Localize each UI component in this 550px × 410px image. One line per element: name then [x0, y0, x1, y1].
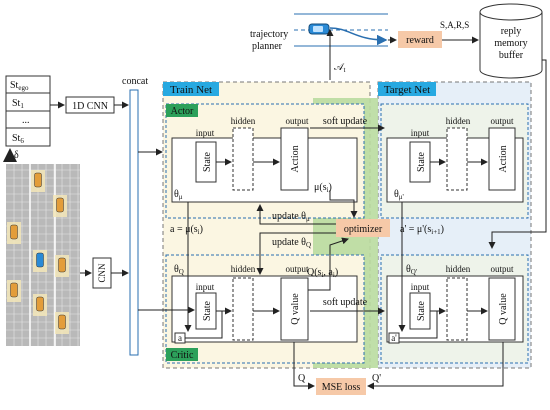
- delta-label: δ: [14, 150, 19, 161]
- critic-label: Critic: [171, 350, 194, 361]
- update-theta-mu-label: update θμ: [272, 211, 310, 223]
- car-icon: [34, 172, 42, 188]
- soft-update-critic-label: soft update: [323, 297, 368, 308]
- critic-state-text: State: [202, 300, 213, 321]
- soft-update-actor-label: soft update: [323, 116, 368, 127]
- actor-output-label: output: [285, 116, 309, 126]
- a-eq-label: a = μ(si): [170, 224, 203, 236]
- car-icon: [58, 314, 66, 330]
- q-label: Q: [298, 373, 306, 384]
- replay-buffer-icon: [479, 3, 543, 79]
- car-icon: [56, 197, 64, 213]
- critic-input-label: input: [196, 282, 215, 292]
- t-actor-theta-mu-prime: θμ': [394, 189, 404, 201]
- critic-output-label: output: [285, 264, 309, 274]
- mse-loss-label: MSE loss: [322, 382, 361, 393]
- actor-hidden-box: [232, 127, 254, 191]
- t-critic-hidden-box: [446, 277, 468, 341]
- ego-car-grid-icon: [36, 252, 44, 268]
- t-actor-action-box: [488, 127, 516, 191]
- mse-loss-box: [316, 378, 366, 395]
- cnn-1d-label: 1D CNN: [72, 101, 108, 112]
- car-icon: [36, 296, 44, 312]
- actor-theta-mu: θμ: [174, 189, 183, 201]
- critic-hidden-box: [232, 277, 254, 341]
- car-icon: [58, 257, 66, 273]
- car-icon: [10, 282, 18, 298]
- mu-si-label: μ(si): [314, 182, 332, 194]
- car-icon: [10, 224, 18, 240]
- actor-label: Actor: [171, 106, 194, 117]
- state-ellipsis: ...: [22, 115, 30, 126]
- actor-action-text: Action: [290, 145, 301, 172]
- a-t-label: 𝒜t: [334, 62, 345, 74]
- t-critic-a-text: a': [391, 333, 397, 343]
- t-actor-state-text: State: [416, 151, 427, 172]
- q-si-ai-label: Q(si, ai): [307, 267, 338, 279]
- t-critic-state-text: State: [416, 300, 427, 321]
- t-critic-hidden-label: hidden: [446, 264, 471, 274]
- actor-input-label: input: [196, 128, 215, 138]
- concat-label: concat: [122, 76, 148, 87]
- t-actor-output-label: output: [490, 116, 514, 126]
- actor-label-box: [166, 104, 198, 117]
- optimizer-box: [336, 219, 390, 237]
- q-prime-label: Q': [372, 373, 381, 384]
- target-net-label: Target Net: [384, 84, 430, 96]
- cnn-label: CNN: [97, 263, 107, 283]
- actor-action-box: [280, 127, 309, 191]
- t-actor-action-text: Action: [498, 145, 509, 172]
- t-critic-output-label: output: [490, 264, 514, 274]
- critic-theta-q: θQ: [174, 264, 184, 276]
- actor-hidden-label: hidden: [231, 116, 256, 126]
- critic-a-text: a: [178, 333, 182, 343]
- t-actor-hidden-label: hidden: [446, 116, 471, 126]
- t-critic-qvalue-box: [488, 277, 516, 341]
- transition-label: S,A,R,S: [440, 20, 469, 30]
- reward-label: reward: [406, 35, 434, 46]
- critic-label-box: [166, 348, 198, 361]
- t-critic-theta-q-prime: θQ': [406, 264, 417, 276]
- critic-qvalue-box: [280, 277, 309, 341]
- t-critic-input-label: input: [411, 282, 430, 292]
- t-actor-input-label: input: [411, 128, 430, 138]
- actor-state-text: State: [202, 151, 213, 172]
- reward-box: [398, 31, 442, 48]
- target-net-label-box: [378, 82, 436, 96]
- t-actor-hidden-box: [446, 127, 468, 191]
- concat-bar: [129, 89, 139, 356]
- update-theta-q-label: update θQ: [272, 237, 311, 249]
- optimizer-label: optimizer: [344, 224, 383, 235]
- train-net-label-box: [163, 82, 219, 96]
- train-net-label: Train Net: [170, 84, 212, 96]
- surrounding-cars: [7, 170, 69, 334]
- critic-hidden-label: hidden: [231, 264, 256, 274]
- critic-qvalue-text: Q value: [290, 293, 301, 325]
- t-critic-qvalue-text: Q value: [498, 293, 509, 325]
